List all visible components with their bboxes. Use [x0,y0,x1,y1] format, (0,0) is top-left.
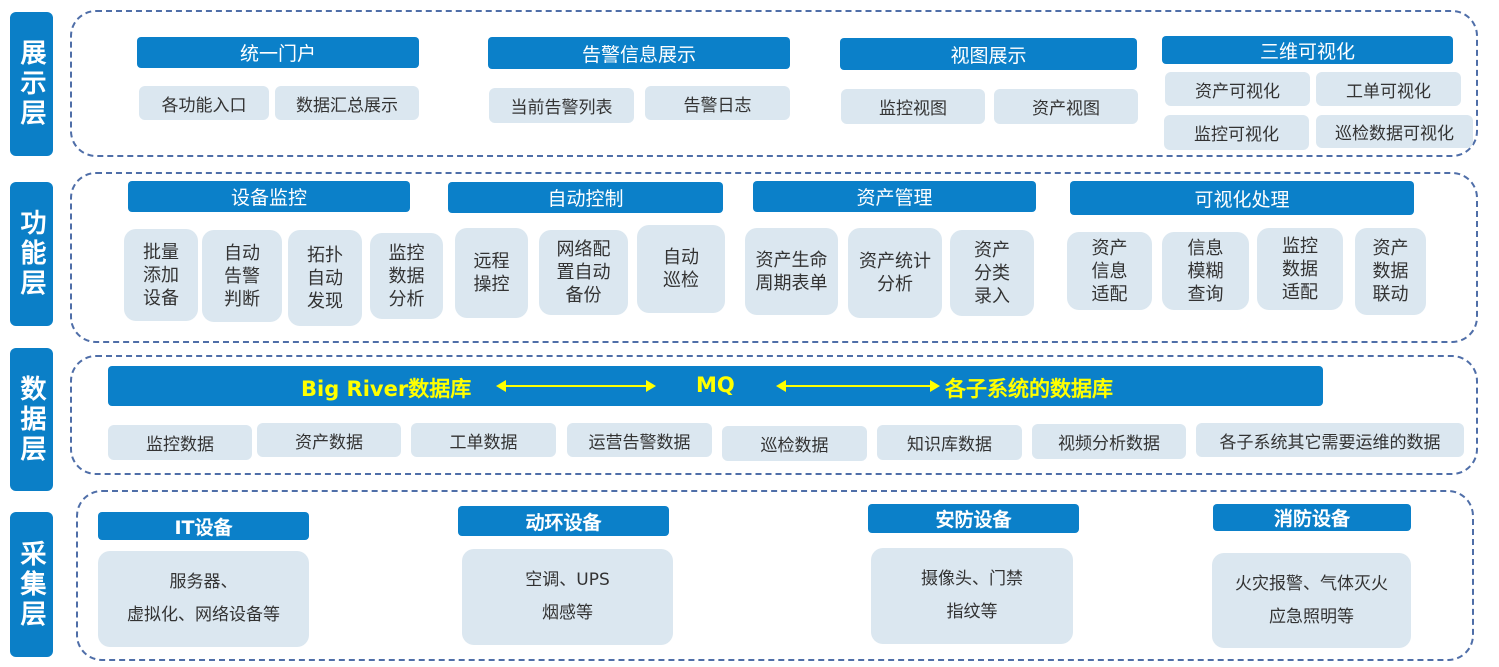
group-header: 动环设备 [458,506,669,536]
group-header: 告警信息展示 [488,37,790,69]
group-header: 安防设备 [868,504,1079,533]
function-item: 网络配置自动备份 [539,230,628,315]
collect-item: 服务器、 虚拟化、网络设备等 [98,551,309,647]
display-item: 工单可视化 [1316,72,1461,106]
function-item: 拓扑自动发现 [288,230,362,326]
data-item: 知识库数据 [877,425,1022,460]
collect-item-line: 服务器、 [169,572,238,592]
display-item: 监控可视化 [1164,115,1309,150]
function-item: 远程操控 [455,228,528,318]
data-item: 监控数据 [108,425,252,460]
function-item: 资产分类录入 [950,230,1034,316]
display-item: 资产可视化 [1165,72,1310,106]
big-river-database-label: Big River数据库 [301,377,472,401]
data-item: 工单数据 [411,423,556,457]
group-header: 消防设备 [1213,504,1411,531]
group-header: 自动控制 [448,182,723,213]
database-bar: Big River数据库 MQ 各子系统的数据库 [108,366,1323,406]
display-layer-container [70,10,1478,157]
collect-item-line: 空调、UPS [525,570,610,590]
function-item: 信息模糊查询 [1162,232,1249,310]
layer-label-display: 展示层 [10,12,53,156]
function-item: 监控数据适配 [1257,228,1343,310]
group-header: 可视化处理 [1070,181,1414,215]
data-layer-container [70,355,1478,475]
group-header: 三维可视化 [1162,36,1453,64]
group-header: 资产管理 [753,181,1036,212]
function-item: 监控数据分析 [370,233,443,319]
display-item: 巡检数据可视化 [1316,115,1473,148]
function-item: 自动告警判断 [202,230,282,322]
layer-label-collect: 采集层 [10,512,53,657]
collect-item-line: 指纹等 [946,602,998,622]
function-item: 资产统计分析 [848,228,942,318]
group-header: 视图展示 [840,38,1137,70]
function-item: 资产信息适配 [1067,232,1152,310]
layer-label-data: 数据层 [10,348,53,491]
subsystem-database-label: 各子系统的数据库 [945,377,1113,401]
display-item: 数据汇总展示 [275,86,419,120]
collect-item-line: 应急照明等 [1269,606,1354,627]
group-header: 设备监控 [128,181,410,212]
collect-item-line: 摄像头、门禁 [921,569,1023,589]
display-item: 资产视图 [994,89,1138,124]
layer-label-function: 功能层 [10,182,53,326]
display-item: 监控视图 [841,89,985,124]
group-header: IT设备 [98,512,309,540]
function-layer-container [70,172,1478,343]
data-item: 巡检数据 [722,426,867,461]
collect-item-line: 火灾报警、气体灭火 [1235,573,1388,594]
function-item: 资产数据联动 [1355,228,1426,315]
display-item: 告警日志 [645,86,790,120]
data-item: 运营告警数据 [567,423,712,457]
bidirectional-arrow-icon [496,380,656,392]
data-item: 各子系统其它需要运维的数据 [1196,423,1464,457]
bidirectional-arrow-icon [776,380,940,392]
collect-layer-container [76,490,1474,661]
collect-item: 火灾报警、气体灭火 应急照明等 [1212,553,1411,648]
display-item: 各功能入口 [139,86,269,120]
collect-item-line: 虚拟化、网络设备等 [127,605,280,625]
data-item: 资产数据 [257,423,401,457]
function-item: 自动巡检 [637,225,725,313]
group-header: 统一门户 [137,37,419,68]
collect-item-line: 烟感等 [542,603,593,623]
data-item: 视频分析数据 [1032,424,1186,459]
collect-item: 空调、UPS 烟感等 [462,549,673,645]
function-item: 资产生命周期表单 [745,228,838,315]
display-item: 当前告警列表 [489,88,634,123]
collect-item: 摄像头、门禁 指纹等 [871,548,1073,644]
function-item: 批量添加设备 [124,229,198,321]
mq-label: MQ [696,373,735,397]
